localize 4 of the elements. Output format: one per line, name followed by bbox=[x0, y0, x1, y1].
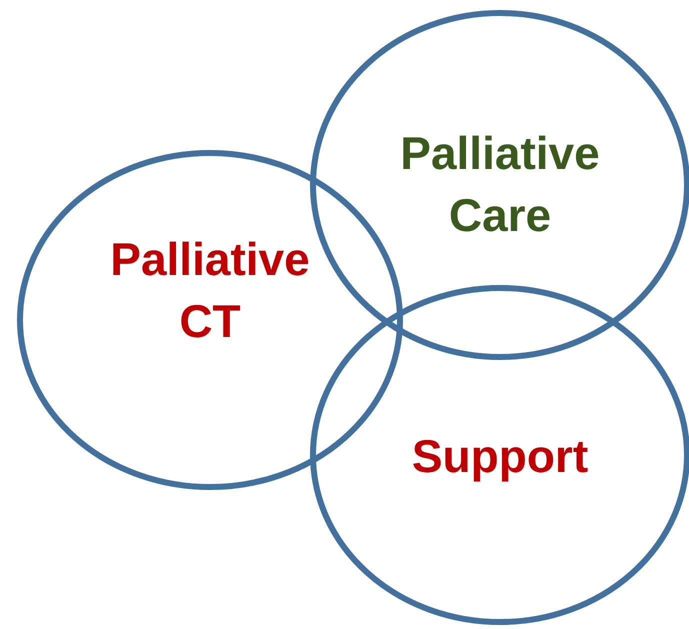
circle-label: Support bbox=[410, 429, 590, 484]
circle-label: Palliative CT bbox=[109, 232, 311, 349]
circle-label: Palliative Care bbox=[399, 126, 601, 243]
venn-circle bbox=[17, 150, 403, 490]
